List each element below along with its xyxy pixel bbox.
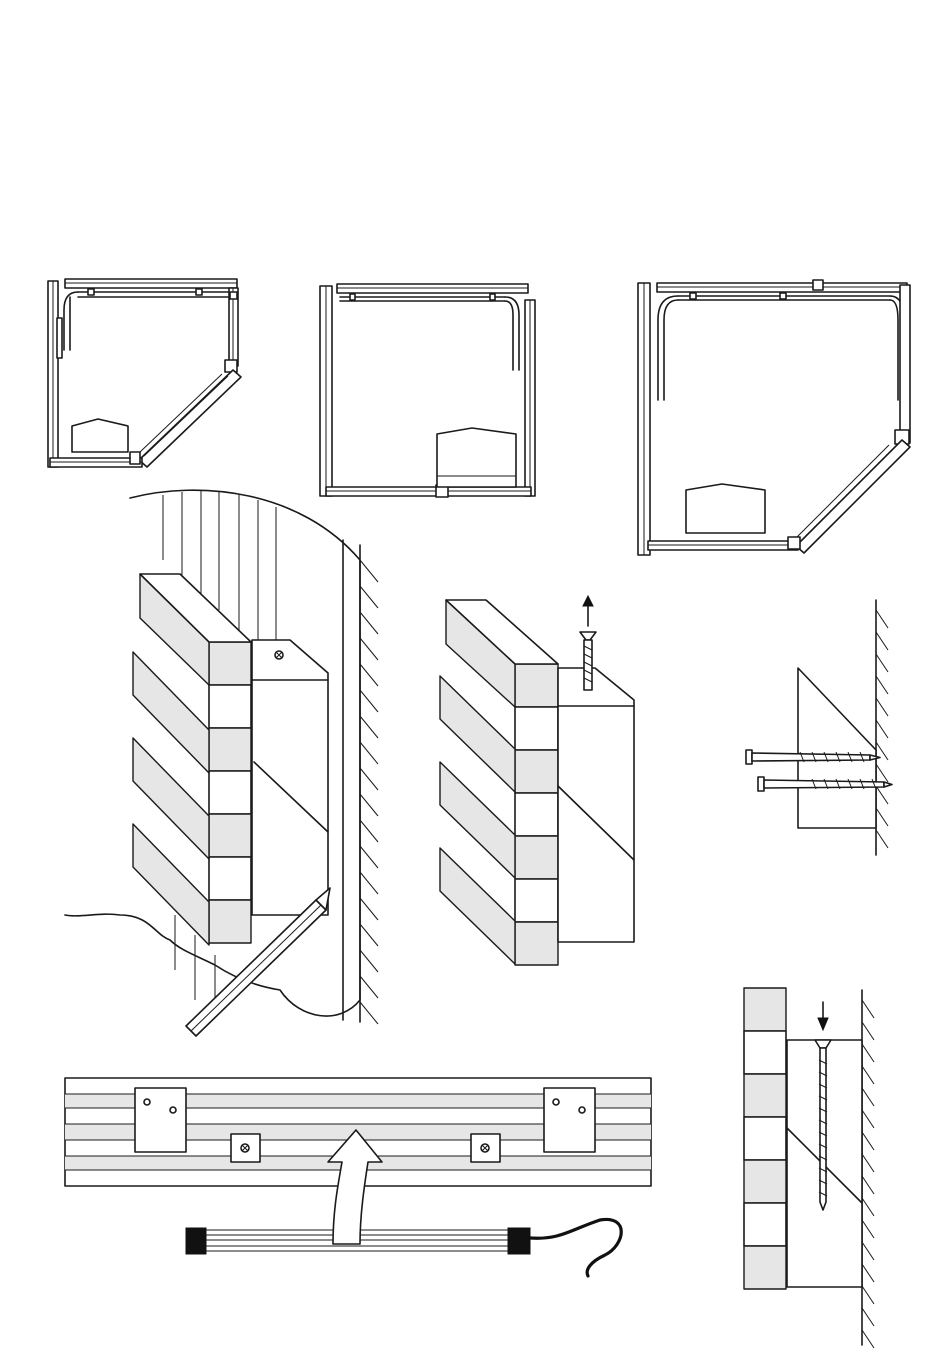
insert-seal-strip-step bbox=[65, 1078, 651, 1276]
wall-hatch-line bbox=[360, 768, 378, 790]
tile bbox=[209, 642, 251, 685]
wall-hatch-line bbox=[862, 1242, 874, 1260]
tile bbox=[515, 879, 558, 922]
wall-hatch-line bbox=[862, 1198, 874, 1216]
tile bbox=[209, 728, 251, 771]
wall-hatch-line bbox=[876, 698, 888, 716]
pentagon-enclosure-plan bbox=[48, 279, 241, 467]
screw-wall-bracket-step bbox=[746, 600, 892, 855]
square-enclosure-plan bbox=[320, 284, 535, 497]
mark-position-on-wall-step bbox=[65, 490, 378, 1036]
tile bbox=[515, 750, 558, 793]
tile bbox=[744, 1031, 786, 1074]
wall-hatch-line bbox=[360, 560, 378, 582]
tile bbox=[744, 1117, 786, 1160]
wall-hatch-line bbox=[360, 898, 378, 920]
wall-hatch-line bbox=[862, 1176, 874, 1194]
tile bbox=[209, 857, 251, 900]
wall-hatch-line bbox=[876, 764, 888, 782]
wall-hatch-line bbox=[862, 1022, 874, 1040]
tile bbox=[209, 685, 251, 728]
tile bbox=[515, 793, 558, 836]
wall-hatch-line bbox=[360, 586, 378, 608]
wall-hatch-line bbox=[360, 976, 378, 998]
wall-hatch-line bbox=[862, 1308, 874, 1326]
wall-hatch-line bbox=[360, 612, 378, 634]
wall-hatch-line bbox=[862, 1132, 874, 1150]
wall-hatch-line bbox=[360, 638, 378, 660]
remove-screw-step bbox=[440, 596, 634, 965]
wall-hatch-line bbox=[360, 820, 378, 842]
wall-hatch-line bbox=[360, 794, 378, 816]
tile bbox=[209, 900, 251, 943]
fix-profile-screw-step bbox=[744, 988, 874, 1348]
wall-hatch-line bbox=[360, 664, 378, 686]
wall-hatch-line bbox=[360, 690, 378, 712]
wall-hatch-line bbox=[862, 1264, 874, 1282]
wall-hatch-line bbox=[360, 950, 378, 972]
wall-hatch-line bbox=[862, 1044, 874, 1062]
wall-hatch-line bbox=[360, 1002, 378, 1024]
arrow-up-icon bbox=[583, 596, 593, 626]
wall-hatch-line bbox=[360, 924, 378, 946]
large-pentagon-enclosure-plan bbox=[638, 280, 910, 555]
tile bbox=[744, 1203, 786, 1246]
wall-hatch-line bbox=[360, 742, 378, 764]
wall-hatch-line bbox=[876, 654, 888, 672]
tile bbox=[209, 814, 251, 857]
wall-hatch-line bbox=[876, 786, 888, 804]
tile bbox=[515, 664, 558, 707]
arrow-down-icon bbox=[818, 1002, 828, 1030]
tile bbox=[744, 1246, 786, 1289]
wall-hatch-line bbox=[876, 808, 888, 826]
tile bbox=[515, 836, 558, 879]
wall-hatch-line bbox=[876, 632, 888, 650]
wall-hatch-line bbox=[862, 1286, 874, 1304]
tile bbox=[515, 707, 558, 750]
wall-hatch-line bbox=[360, 716, 378, 738]
wall-hatch-line bbox=[876, 720, 888, 738]
cable-icon bbox=[530, 1219, 621, 1276]
wall-hatch-line bbox=[360, 872, 378, 894]
wall-hatch-line bbox=[876, 676, 888, 694]
tile bbox=[209, 771, 251, 814]
wall-hatch-line bbox=[876, 830, 888, 848]
wall-hatch-line bbox=[862, 1110, 874, 1128]
wall-hatch-line bbox=[862, 1066, 874, 1084]
wall-hatch-line bbox=[862, 1330, 874, 1348]
wall-hatch-line bbox=[862, 1000, 874, 1018]
wall-hatch-line bbox=[876, 610, 888, 628]
tile bbox=[744, 1074, 786, 1117]
wall-hatch-line bbox=[862, 1154, 874, 1172]
wall-hatch-line bbox=[360, 846, 378, 868]
tile bbox=[515, 922, 558, 965]
wall-hatch-line bbox=[862, 1220, 874, 1238]
tile bbox=[744, 1160, 786, 1203]
tile bbox=[744, 988, 786, 1031]
wall-hatch-line bbox=[862, 1088, 874, 1106]
